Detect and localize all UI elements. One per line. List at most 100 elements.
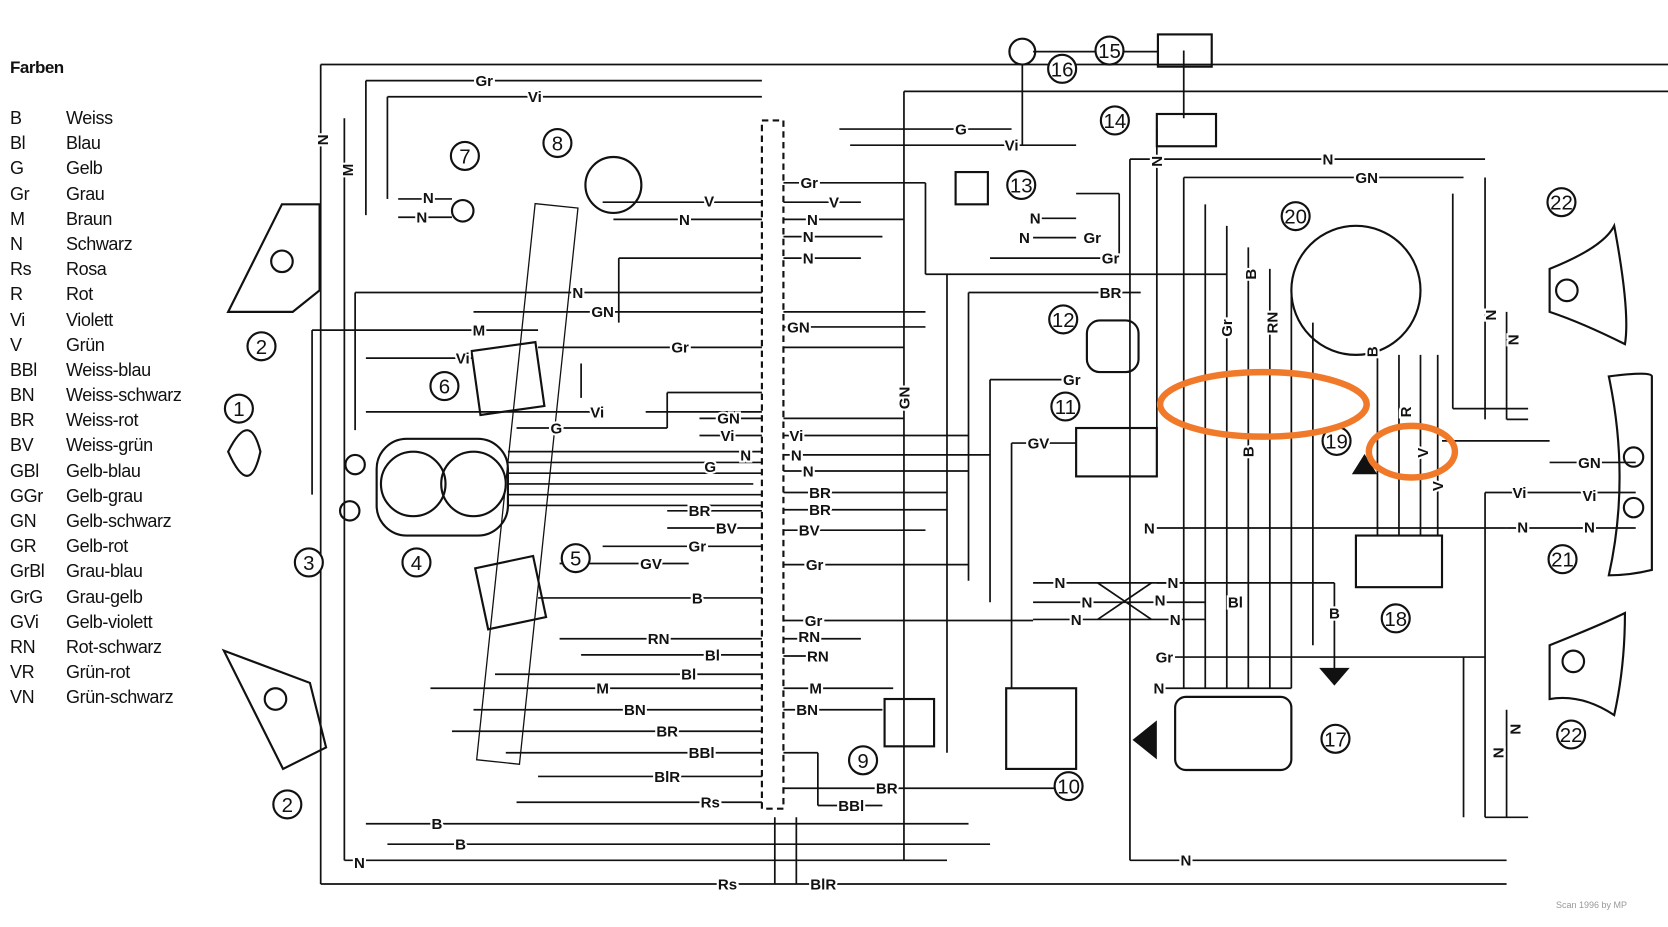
legend-color-name: Braun	[66, 208, 113, 229]
wire-color-label: B	[431, 816, 442, 833]
wire-color-label: BBl	[838, 798, 864, 815]
component-label-12: 12	[1048, 304, 1079, 335]
legend-code: BV	[10, 435, 34, 456]
legend-code: Vi	[10, 309, 25, 330]
legend-code: GGr	[10, 485, 43, 506]
component-label-15: 15	[1094, 35, 1125, 66]
wire-color-label: N	[803, 229, 814, 246]
wire-color-label: GV	[640, 556, 662, 573]
component-number: 7	[459, 146, 470, 168]
legend-code: Rs	[10, 259, 32, 280]
legend-color-name: Gelb-violett	[66, 611, 153, 632]
wire-color-label: GV	[1028, 435, 1050, 452]
steering-column	[475, 202, 579, 765]
legend-color-name: Blau	[66, 133, 101, 154]
component-number: 16	[1051, 59, 1074, 81]
wire-color-label: N	[1055, 575, 1066, 592]
wire-color-label: N	[1149, 156, 1166, 167]
component-number: 8	[552, 134, 563, 156]
wire-color-label: GN	[896, 387, 913, 410]
wire-color-label: N	[1030, 211, 1041, 228]
legend-code: BR	[10, 410, 35, 431]
legend-code: BN	[10, 385, 35, 406]
component-number: 19	[1325, 431, 1348, 453]
component-shapes	[221, 33, 1653, 810]
speedometer-dial	[379, 450, 447, 518]
component-label-2: 2	[246, 331, 277, 362]
wire-color-label: M	[340, 164, 357, 177]
instrument-cluster	[375, 437, 510, 537]
component-number: 15	[1098, 41, 1121, 63]
wire-color-label: B	[1243, 269, 1260, 280]
wire-color-label: BV	[716, 520, 737, 537]
wire-color-label: M	[809, 681, 822, 698]
component-number: 21	[1551, 550, 1574, 572]
legend-color-name: Rosa	[66, 259, 107, 280]
component-number-circle	[1094, 35, 1125, 66]
turn-signal-22-lower	[1548, 611, 1627, 717]
wire-color-label: Gr	[805, 613, 823, 630]
wire-color-label: B	[1329, 605, 1340, 622]
component-label-13: 13	[1006, 169, 1037, 201]
wire-color-label: RN	[648, 631, 670, 648]
wire-color-label: Vi	[1513, 485, 1527, 502]
component-number-circle	[1047, 53, 1078, 84]
legend-color-name: Rot	[66, 284, 93, 305]
component-number-circle	[1547, 544, 1578, 575]
tachometer-dial	[440, 450, 507, 518]
component-label-18: 18	[1380, 603, 1411, 634]
component-number-circle	[1006, 169, 1037, 201]
component-label-16: 16	[1047, 53, 1078, 84]
horn-8	[584, 155, 643, 215]
component-label-8: 8	[542, 127, 573, 159]
wire-color-label: RN	[1264, 312, 1281, 334]
component-number-circle	[847, 745, 879, 776]
wire-color-label: BR	[1100, 285, 1122, 302]
component-number-circle	[542, 127, 573, 159]
battery-17	[1174, 695, 1293, 772]
wire-color-label: N	[1517, 519, 1528, 536]
turn-signal-22-upper	[1548, 222, 1628, 346]
component-number: 9	[857, 751, 868, 773]
component-number-circle	[401, 547, 432, 578]
component-label-10: 10	[1053, 771, 1084, 802]
wire-color-label: GN	[591, 304, 614, 321]
legend-color-name: Weiss-grün	[66, 435, 153, 456]
wire-color-label: N	[1155, 592, 1166, 609]
component-number: 10	[1057, 777, 1080, 799]
legend-color-name: Weiss-schwarz	[66, 385, 182, 406]
wire-color-label: BV	[799, 523, 820, 540]
legend-color-name: Weiss-rot	[66, 410, 139, 431]
legend-code: N	[10, 233, 23, 254]
component-number-circle	[293, 547, 324, 578]
legend-item: BR Weiss-rot	[10, 408, 181, 433]
headlight-1	[226, 429, 262, 477]
wire-color-label: M	[473, 323, 486, 340]
wire-color-label: N	[807, 212, 818, 229]
legend-code: G	[10, 158, 24, 179]
wire-color-label: Bl	[681, 667, 696, 684]
legend-code: GBl	[10, 460, 39, 481]
wire-color-label: N	[1170, 612, 1181, 629]
wire-color-label: BR	[809, 485, 831, 502]
wire-color-label: G	[704, 459, 716, 476]
turn-signal-2-upper	[226, 203, 321, 313]
alternator-20	[1290, 224, 1422, 356]
legend-code: RN	[10, 636, 36, 657]
legend-code: GN	[10, 511, 37, 531]
wire-color-label: N	[1180, 853, 1191, 870]
wires	[311, 50, 1668, 885]
legend-color-name: Grün	[66, 334, 105, 355]
wire-color-label: N	[1168, 575, 1179, 592]
wire-color-label: Bl	[705, 647, 720, 664]
bulb-2-upper-icon	[270, 249, 294, 274]
